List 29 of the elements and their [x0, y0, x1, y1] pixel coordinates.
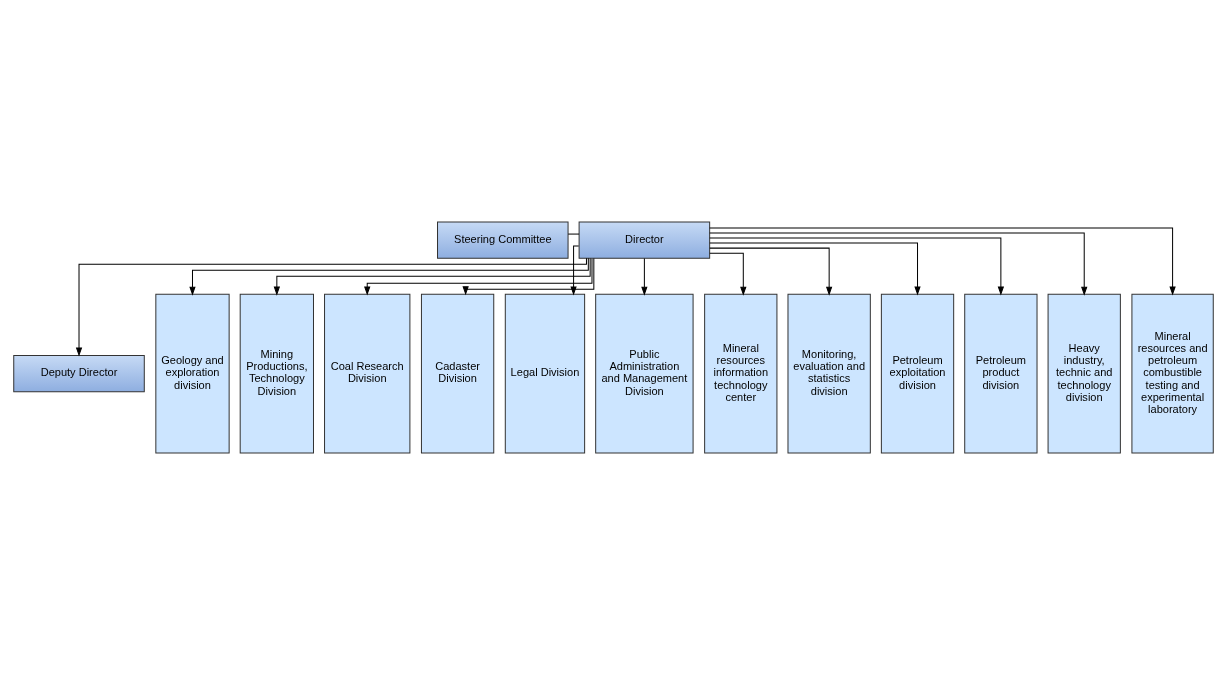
- arrow: [641, 257, 648, 295]
- node-box: Steering Committee: [437, 221, 569, 259]
- node-box: Deputy Director: [13, 355, 145, 393]
- node-box: Heavy industry, technic and technology division: [1047, 293, 1121, 454]
- node-box: Legal Division: [504, 293, 586, 454]
- node-box: Director: [578, 221, 711, 259]
- node-box: Mineral resources information technology center: [704, 293, 778, 454]
- arrow: [273, 258, 591, 295]
- arrow: [76, 257, 587, 356]
- arrow: [709, 252, 747, 295]
- node-box: Petroleum product division: [964, 293, 1038, 454]
- node-box: Mining Productions, Technology Division: [239, 293, 314, 454]
- node-box: Public Administration and Management Division: [595, 293, 694, 454]
- node-box: Monitoring, evaluation and statistics division: [787, 293, 871, 454]
- node-box: Coal Research Division: [324, 293, 411, 454]
- arrow: [709, 242, 921, 295]
- arrow: [189, 257, 589, 295]
- node-box: Mineral resources and petroleum combustible testing and experimental laboratory: [1131, 293, 1214, 454]
- arrow: [364, 258, 593, 295]
- node-box: Petroleum exploitation division: [880, 293, 955, 454]
- arrow: [570, 245, 580, 295]
- arrow: [709, 232, 1088, 295]
- node-box: Geology and exploration division: [155, 293, 230, 454]
- node-box: Cadaster Division: [420, 293, 495, 454]
- connector: [567, 233, 580, 235]
- arrow: [709, 237, 1004, 295]
- arrow: [709, 247, 833, 295]
- arrow: [462, 257, 595, 295]
- arrow: [709, 227, 1176, 295]
